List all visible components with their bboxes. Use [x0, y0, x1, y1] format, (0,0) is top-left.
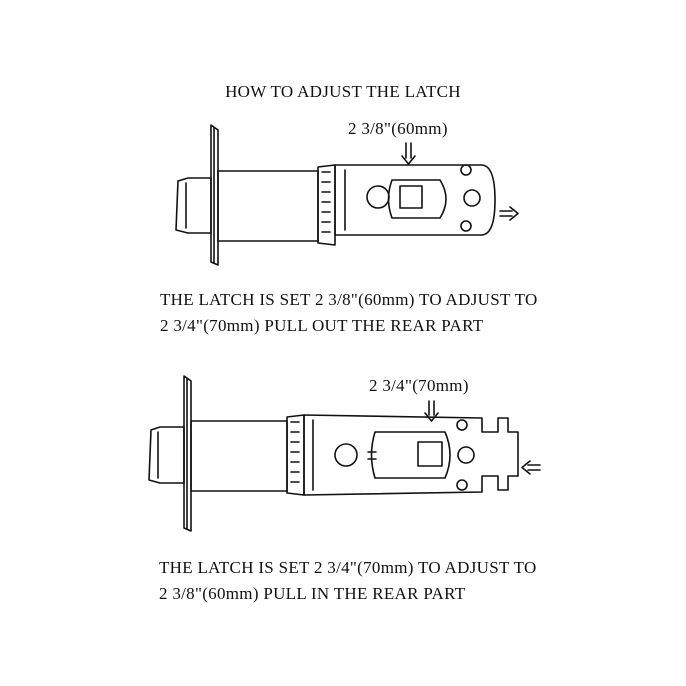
spindle-square	[417, 441, 443, 467]
latch-bolt	[148, 426, 185, 484]
spindle-slot	[387, 179, 447, 219]
arrow-down-icon	[401, 142, 416, 165]
latch-tube	[217, 170, 319, 242]
ribbed-collar	[317, 164, 336, 246]
spindle-slot	[370, 431, 451, 479]
caption-adjust-to-70mm: THE LATCH IS SET 2 3/8"(60mm) TO ADJUST …	[160, 287, 538, 339]
caption-line-2: 2 3/4"(70mm) PULL OUT THE REAR PART	[160, 316, 484, 335]
arrow-down-icon	[424, 400, 439, 422]
face-plate	[210, 124, 219, 266]
rear-hole	[457, 446, 475, 464]
arrow-left-icon	[521, 460, 541, 475]
backset-dimension-70mm: 2 3/4"(70mm)	[369, 376, 469, 395]
rear-hole	[463, 189, 481, 207]
backset-dimension-60mm: 2 3/8"(60mm)	[348, 119, 448, 138]
latch-70mm-drawing	[148, 375, 541, 532]
caption-line-1: THE LATCH IS SET 2 3/4"(70mm) TO ADJUST …	[159, 558, 537, 577]
face-plate	[183, 375, 192, 532]
ribbed-collar	[286, 414, 305, 496]
latch-housing	[303, 414, 519, 496]
latch-housing	[334, 164, 496, 236]
latch-tube	[190, 420, 288, 492]
latch-bolt	[175, 177, 212, 234]
arrow-right-icon	[499, 206, 519, 221]
latch-60mm-drawing	[175, 124, 519, 266]
mounting-hole	[334, 443, 358, 467]
spindle-square	[399, 185, 423, 209]
caption-line-1: THE LATCH IS SET 2 3/8"(60mm) TO ADJUST …	[160, 290, 538, 309]
caption-line-2: 2 3/8"(60mm) PULL IN THE REAR PART	[159, 584, 466, 603]
diagram-title: HOW TO ADJUST THE LATCH	[225, 82, 461, 101]
mounting-hole	[366, 185, 390, 209]
caption-adjust-to-60mm: THE LATCH IS SET 2 3/4"(70mm) TO ADJUST …	[159, 555, 537, 607]
